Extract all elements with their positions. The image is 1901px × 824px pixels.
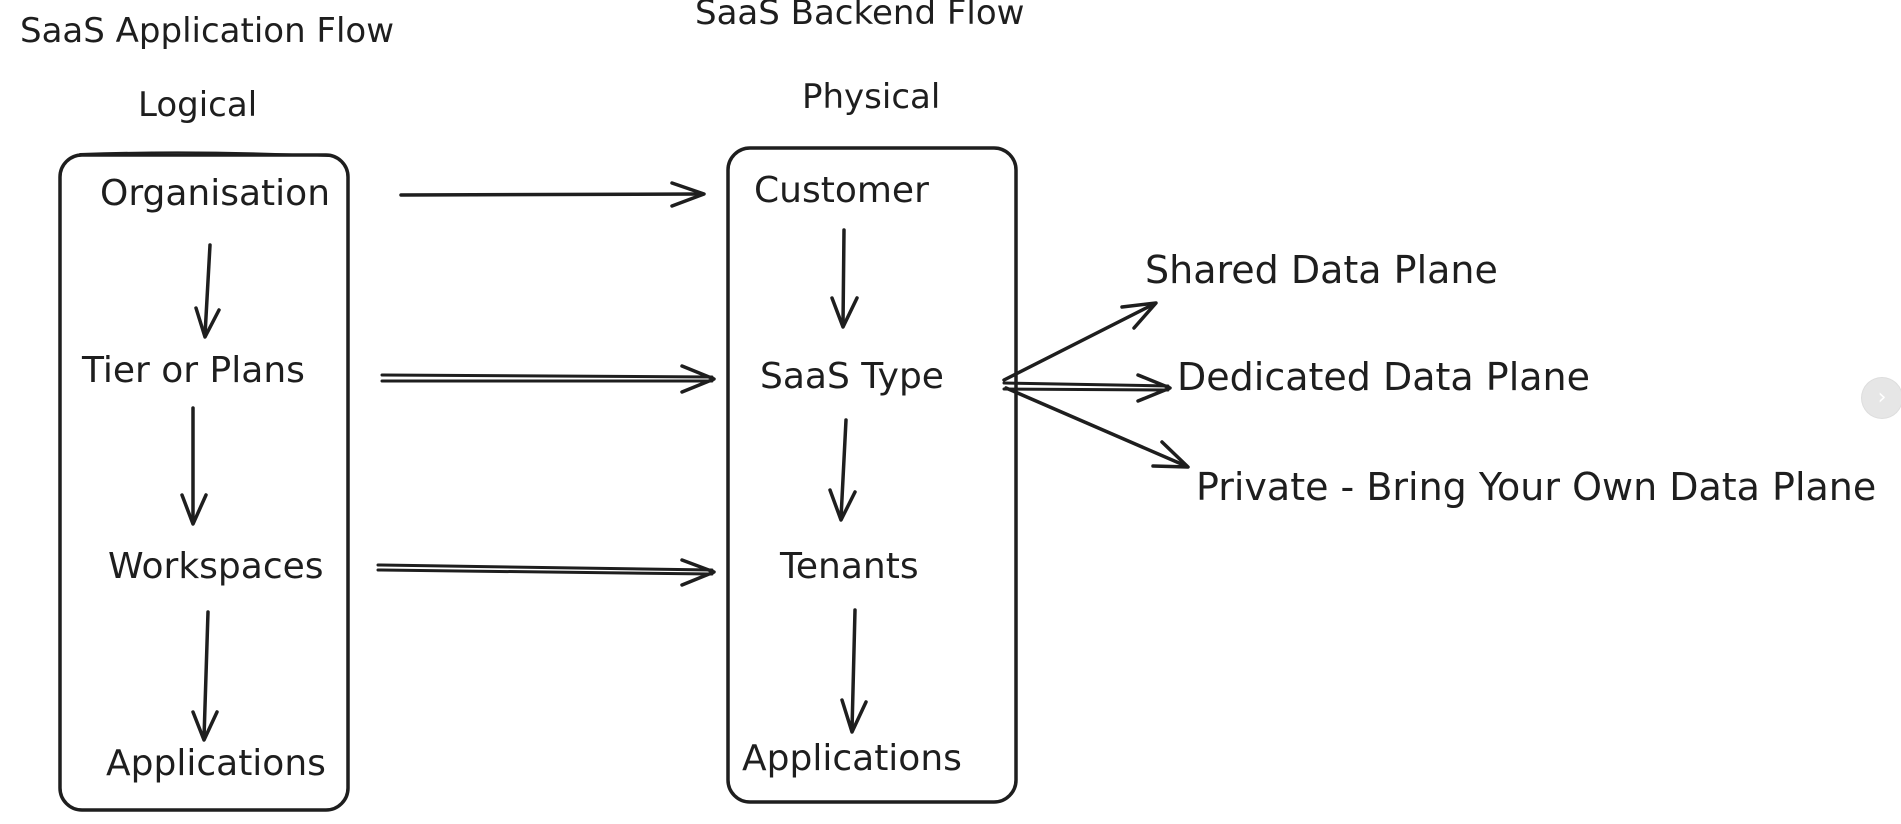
arrow-workspaces-to-tenants: [376, 558, 716, 587]
output-shared-data-plane: Shared Data Plane: [1145, 248, 1498, 292]
right-panel-title: SaaS Backend Flow: [695, 0, 1024, 33]
output-dedicated-data-plane: Dedicated Data Plane: [1177, 355, 1590, 399]
next-page-button[interactable]: ›: [1862, 378, 1901, 418]
left-arrow-tier-to-workspaces: [180, 406, 208, 526]
right-arrow-customer-to-saas-type: [830, 228, 859, 329]
left-arrow-workspaces-to-applications: [191, 610, 219, 742]
right-container: [726, 146, 1018, 804]
left-arrow-organisation-to-tier: [194, 243, 221, 339]
left-node-applications: Applications: [106, 743, 326, 784]
left-node-organisation: Organisation: [100, 173, 330, 214]
right-arrow-saas-type-to-tenants: [828, 418, 857, 522]
chevron-right-icon: ›: [1877, 385, 1887, 410]
right-node-applications: Applications: [742, 738, 962, 779]
left-panel-subtitle: Logical: [138, 85, 257, 125]
right-panel-subtitle: Physical: [802, 77, 940, 117]
output-private-data-plane: Private - Bring Your Own Data Plane: [1196, 465, 1876, 509]
arrow-organisation-to-customer: [399, 181, 706, 208]
right-node-saas-type: SaaS Type: [760, 356, 944, 397]
arrow-tier-to-saas-type: [380, 364, 716, 394]
left-container: [58, 153, 350, 812]
left-node-tier-or-plans: Tier or Plans: [81, 350, 305, 391]
left-node-workspaces: Workspaces: [108, 546, 324, 587]
left-container-top-edge: [79, 151, 331, 157]
right-node-customer: Customer: [754, 170, 929, 211]
right-node-tenants: Tenants: [779, 546, 919, 587]
left-panel-title: SaaS Application Flow: [20, 11, 394, 51]
arrow-saas-type-to-shared-data-plane: [1002, 301, 1158, 382]
arrow-saas-type-to-private-data-plane: [1004, 386, 1190, 469]
arrow-saas-type-to-dedicated-data-plane: [1002, 373, 1172, 403]
right-arrow-tenants-to-applications: [840, 608, 868, 734]
